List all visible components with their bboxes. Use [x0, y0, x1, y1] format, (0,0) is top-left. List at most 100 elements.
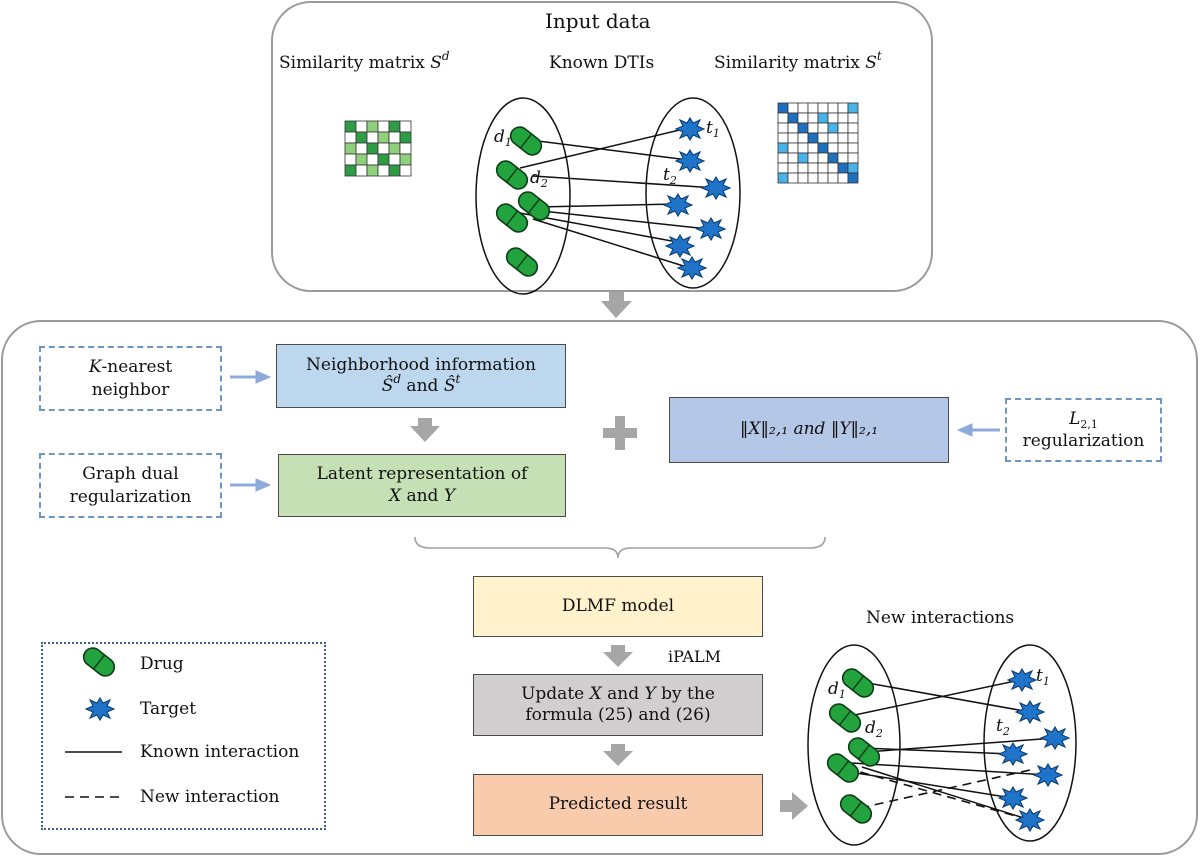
- l21-norm-box: ‖X‖₂,₁ and ‖Y‖₂,₁: [669, 397, 949, 463]
- matrix-cell: [777, 142, 789, 154]
- matrix-cell: [388, 131, 401, 144]
- matrix-cell: [847, 112, 859, 124]
- matrix-cell: [807, 142, 819, 154]
- matrix-cell: [807, 132, 819, 144]
- matrix-cell: [827, 142, 839, 154]
- matrix-cell: [817, 132, 829, 144]
- target-icon: [675, 149, 705, 173]
- matrix-cell: [355, 164, 368, 177]
- matrix-cell: [344, 120, 357, 133]
- down-arrow: [601, 292, 632, 318]
- matrix-cell: [827, 112, 839, 124]
- matrix-cell: [787, 142, 799, 154]
- target-set-ellipse: [645, 97, 741, 289]
- new-drug-label-d1: d1: [828, 679, 846, 701]
- matrix-cell: [355, 153, 368, 166]
- matrix-cell: [777, 132, 789, 144]
- matrix-cell: [777, 112, 789, 124]
- matrix-cell: [817, 102, 829, 114]
- matrix-cell: [837, 172, 849, 184]
- matrix-cell: [797, 122, 809, 134]
- matrix-cell: [797, 102, 809, 114]
- new-drug-set-ellipse: [807, 644, 901, 846]
- matrix-cell: [787, 132, 799, 144]
- matrix-cell: [797, 142, 809, 154]
- new-interactions-title: New interactions: [866, 608, 1015, 628]
- target-icon: [1007, 668, 1037, 692]
- matrix-cell: [377, 164, 390, 177]
- down-arrow: [603, 744, 633, 766]
- brace: [414, 536, 826, 559]
- matrix-cell: [399, 120, 412, 133]
- matrix-cell: [827, 172, 839, 184]
- latent-representation-box: Latent representation of X and Y: [278, 454, 566, 517]
- target-icon: [1015, 808, 1045, 832]
- legend-known-label: Known interaction: [140, 742, 300, 762]
- target-icon: [663, 193, 693, 217]
- matrix-cell: [847, 132, 859, 144]
- matrix-cell: [827, 132, 839, 144]
- matrix-cell: [837, 152, 849, 164]
- down-arrow: [603, 645, 633, 667]
- known-dtis-label: Known DTIs: [549, 53, 655, 73]
- matrix-cell: [827, 102, 839, 114]
- matrix-cell: [344, 164, 357, 177]
- matrix-cell: [366, 142, 379, 155]
- drug-set-ellipse: [475, 97, 571, 295]
- matrix-cell: [847, 172, 859, 184]
- matrix-cell: [388, 164, 401, 177]
- matrix-cell: [807, 162, 819, 174]
- legend-drug-icon: [79, 643, 119, 681]
- matrix-cell: [847, 162, 859, 174]
- input-data-title: Input data: [545, 9, 651, 33]
- matrix-cell: [787, 172, 799, 184]
- matrix-cell: [827, 152, 839, 164]
- target-label-t2: t2: [663, 165, 677, 187]
- drug-icon: [492, 156, 532, 194]
- matrix-cell: [787, 162, 799, 174]
- matrix-cell: [847, 122, 859, 134]
- target-similarity-matrix: [777, 102, 859, 184]
- predicted-result-box: Predicted result: [473, 774, 763, 836]
- matrix-cell: [807, 102, 819, 114]
- matrix-cell: [399, 153, 412, 166]
- target-icon: [677, 256, 707, 280]
- new-drug-label-d2: d2: [865, 718, 883, 740]
- matrix-cell: [847, 102, 859, 114]
- matrix-cell: [797, 152, 809, 164]
- matrix-cell: [777, 122, 789, 134]
- matrix-cell: [807, 122, 819, 134]
- target-label-t1: t1: [706, 118, 720, 140]
- dlmf-model-box: DLMF model: [473, 576, 763, 637]
- matrix-cell: [817, 112, 829, 124]
- matrix-cell: [777, 162, 789, 174]
- similarity-matrix-drug-label: Similarity matrix Sd: [279, 49, 450, 73]
- target-icon: [701, 176, 731, 200]
- similarity-matrix-target-label: Similarity matrix St: [714, 49, 882, 73]
- legend: [41, 642, 326, 830]
- target-icon: [696, 217, 726, 241]
- right-arrow: [780, 792, 808, 820]
- new-interaction-edges: [845, 767, 1031, 821]
- new-known-edges: [849, 679, 1056, 821]
- legend-drug-label: Drug: [140, 654, 184, 674]
- drug-icon: [836, 790, 876, 828]
- matrix-cell: [817, 152, 829, 164]
- target-icon: [1015, 700, 1045, 724]
- new-target-label-t2: t2: [996, 716, 1010, 738]
- matrix-cell: [399, 142, 412, 155]
- known-dti-edges: [519, 127, 718, 269]
- target-icon: [998, 786, 1028, 810]
- matrix-cell: [817, 162, 829, 174]
- matrix-cell: [797, 162, 809, 174]
- matrix-cell: [847, 142, 859, 154]
- drug-similarity-matrix: [344, 120, 412, 177]
- down-arrow: [410, 418, 440, 442]
- target-icon: [1033, 763, 1063, 787]
- matrix-cell: [344, 131, 357, 144]
- matrix-cell: [777, 172, 789, 184]
- matrix-cell: [366, 131, 379, 144]
- matrix-cell: [377, 153, 390, 166]
- target-icon: [675, 117, 705, 141]
